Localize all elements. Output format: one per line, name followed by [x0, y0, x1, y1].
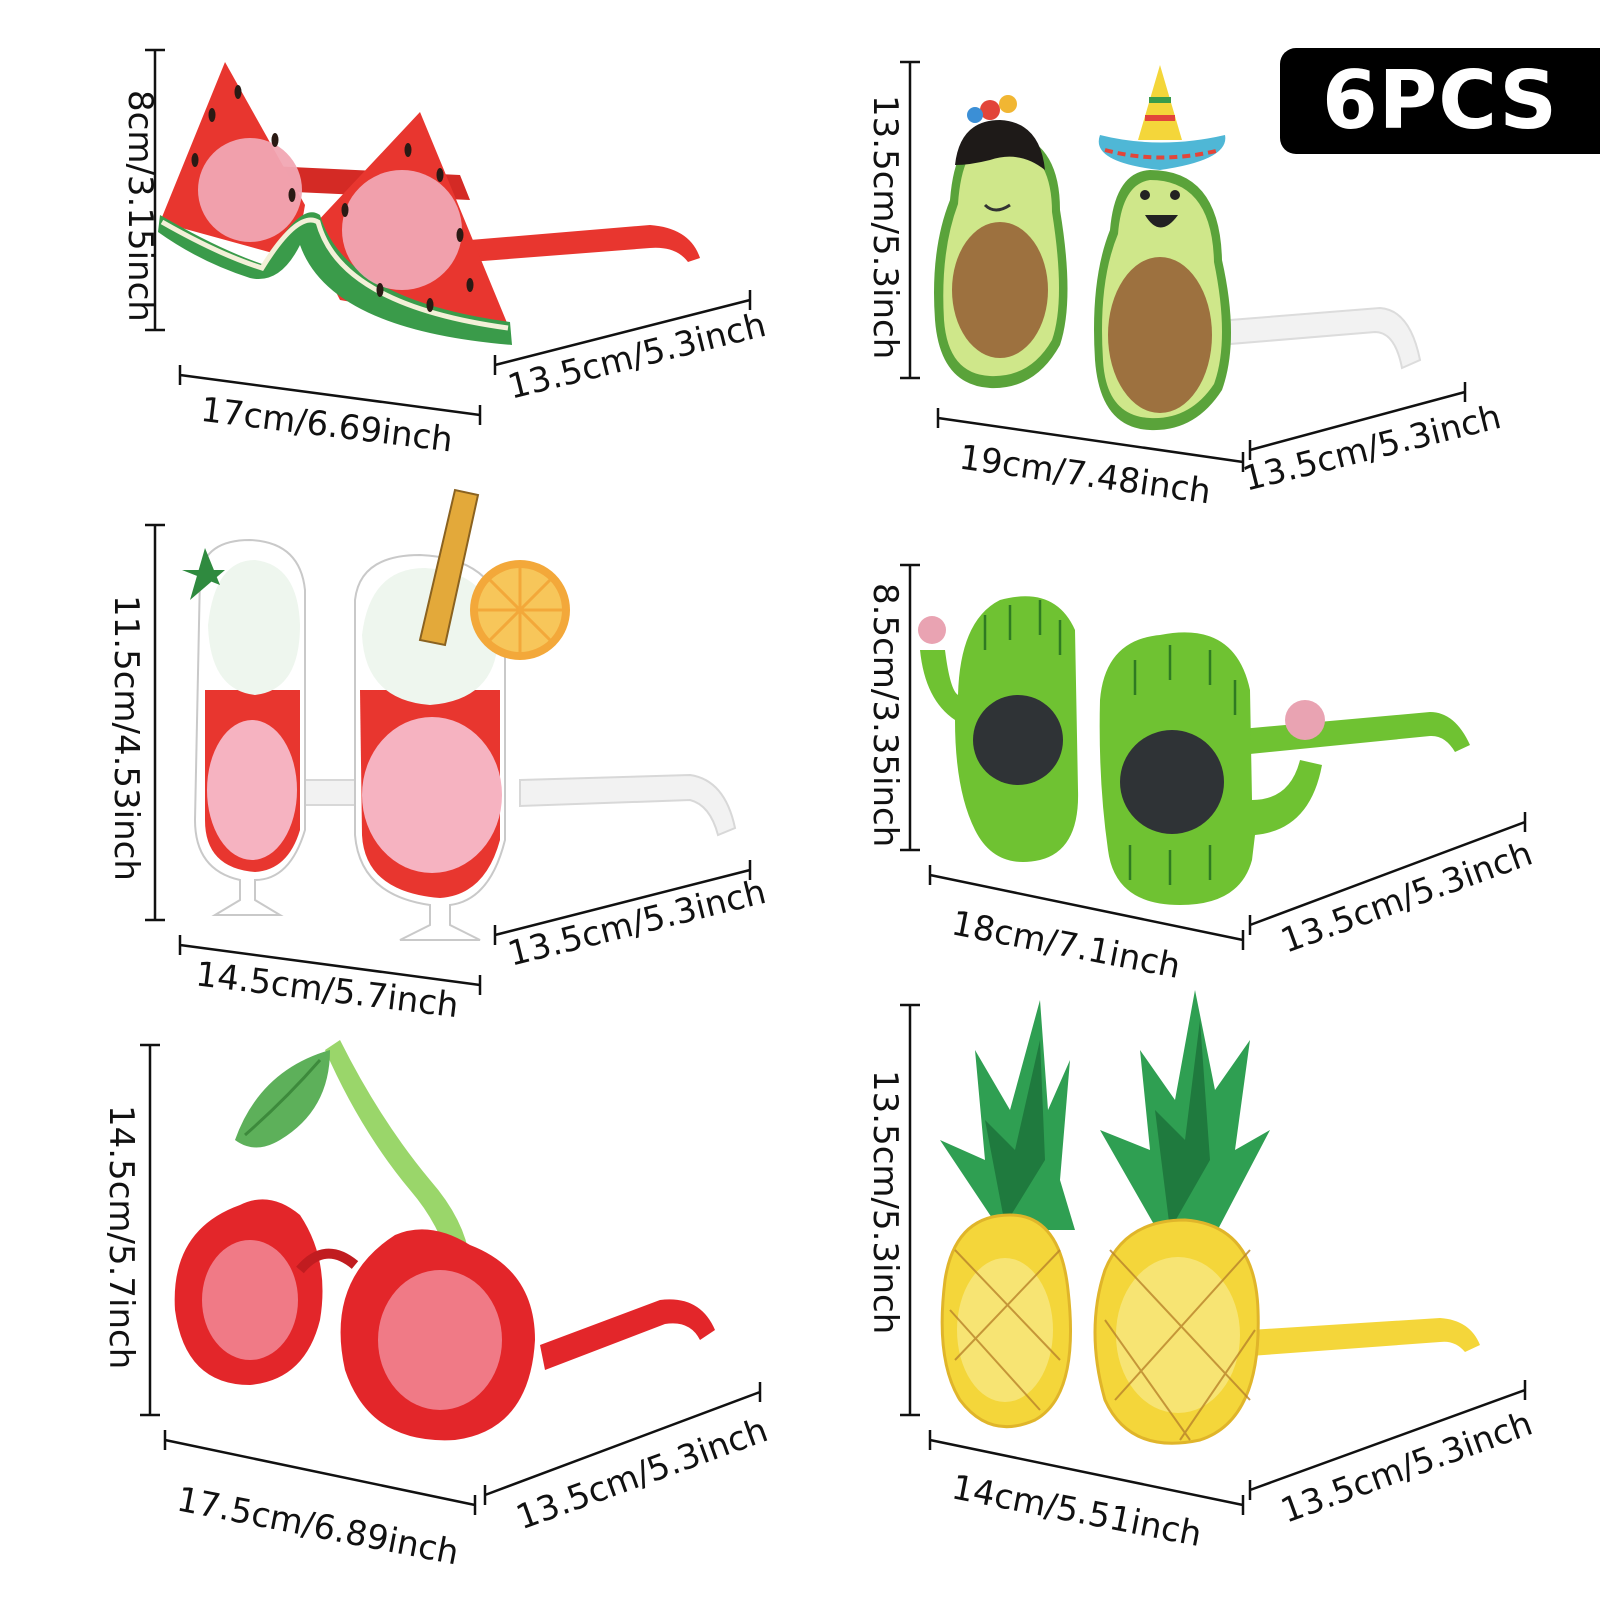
cactus-height-label: 8.5cm/3.35inch [865, 583, 905, 848]
avocado-glasses-icon [934, 65, 1422, 431]
cocktail-height-label: 11.5cm/4.53inch [106, 595, 146, 881]
cherry-height-label: 14.5cm/5.7inch [101, 1105, 141, 1370]
pineapple-glasses-icon [940, 990, 1480, 1445]
avocado-height-label: 13.5cm/5.3inch [865, 95, 905, 360]
cherry-glasses-icon [174, 1040, 715, 1441]
watermelon-height-label: 8cm/3.15inch [120, 90, 160, 322]
cocktail-glasses-icon [182, 488, 737, 941]
dimension-lines [140, 48, 1527, 1515]
quantity-badge: 6PCS [1280, 48, 1600, 154]
cactus-glasses-icon [918, 596, 1470, 905]
pineapple-height-label: 13.5cm/5.3inch [865, 1070, 905, 1335]
watermelon-glasses-icon [158, 62, 700, 345]
